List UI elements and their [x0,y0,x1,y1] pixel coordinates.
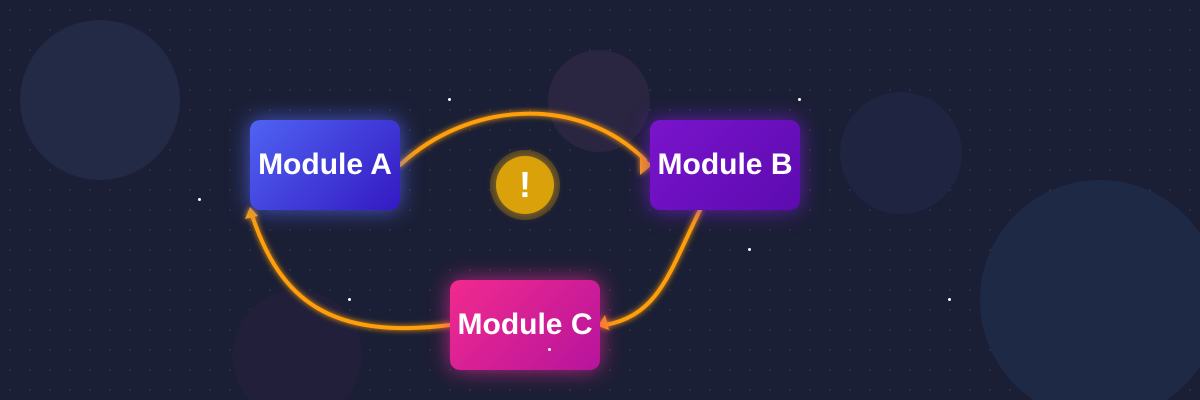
background-circle [20,20,180,180]
star-dot [948,298,951,301]
star-dot [798,98,801,101]
exclamation-warning-icon: ! [496,156,554,214]
background-circle [548,50,650,152]
edge-a-to-b [398,111,647,167]
arrowhead-a [245,207,258,219]
star-dot [748,248,751,251]
background-circle [980,180,1200,400]
arrowhead-c [598,315,609,330]
star-dot [198,198,201,201]
module-a-label: Module A [258,148,392,181]
star-dot [348,298,351,301]
arrowhead-b [640,155,652,175]
warning-symbol: ! [519,164,531,205]
star-dot [548,348,551,351]
module-b-label: Module B [657,148,793,181]
edge-c-to-a [250,213,452,331]
background-circle [840,92,962,214]
module-b-node[interactable]: Module B [650,120,800,210]
module-a-node[interactable]: Module A [250,120,400,210]
module-c-label: Module C [457,308,593,341]
circular-dependency-warning-badge: ! [490,150,560,220]
module-c-node[interactable]: Module C [450,280,600,370]
background-circle [232,290,362,400]
edge-b-to-c [603,208,702,327]
star-dot [448,98,451,101]
